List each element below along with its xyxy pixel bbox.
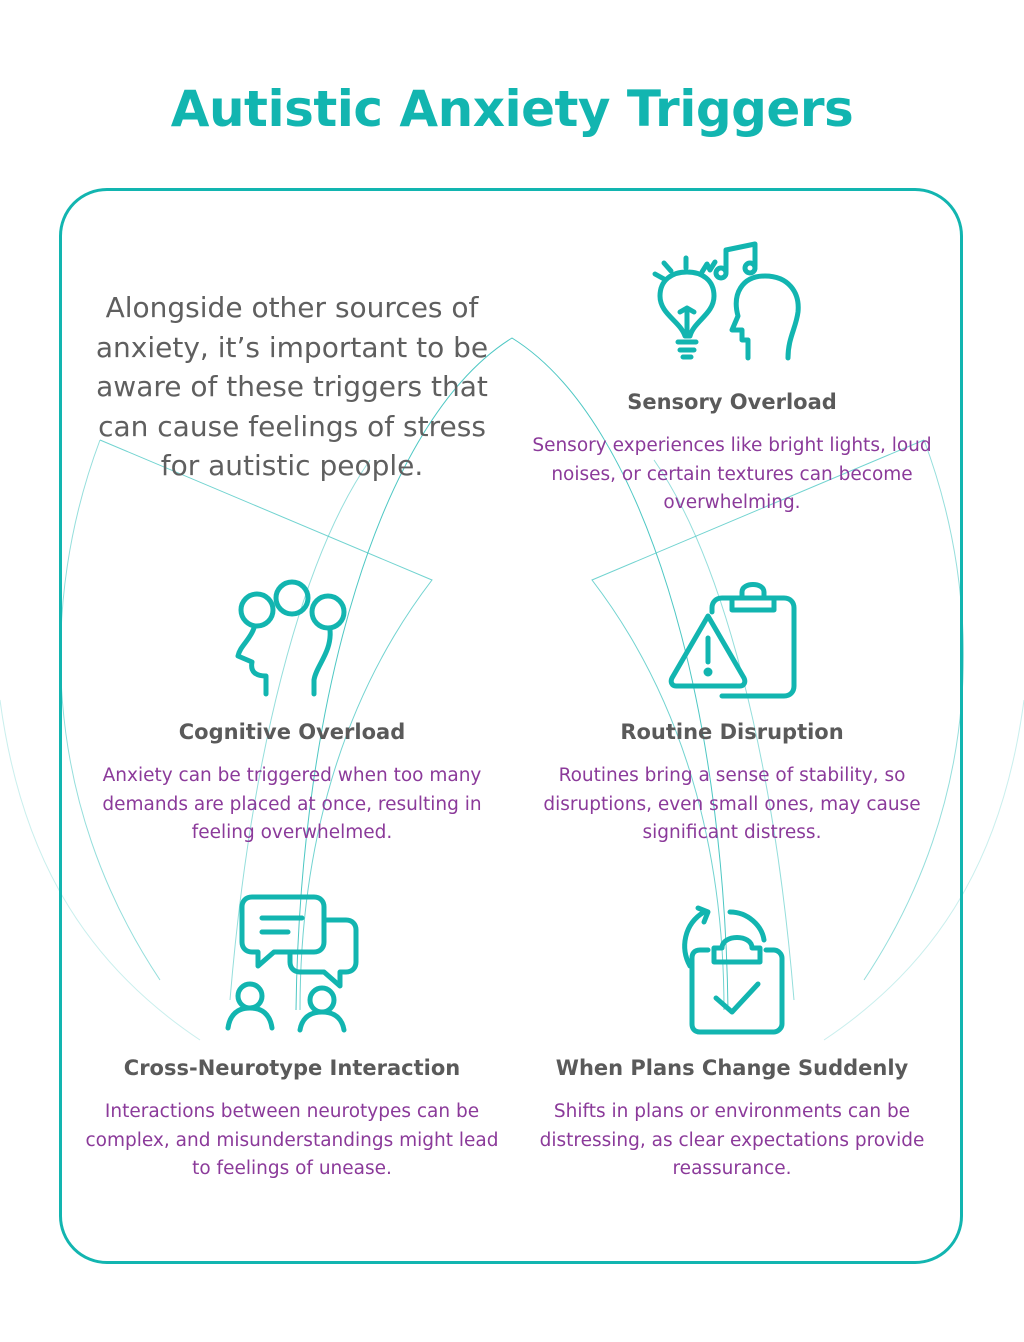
trigger-description: Interactions between neurotypes can be c… (85, 1101, 499, 1179)
trigger-description: Anxiety can be triggered when too many d… (102, 765, 482, 843)
trigger-card-when-plans-change-suddenly: When Plans Change Suddenly Shifts in pla… (522, 1054, 942, 1184)
trigger-description: Shifts in plans or environments can be d… (539, 1101, 925, 1179)
trigger-title: Sensory Overload (627, 390, 837, 414)
page-title: Autistic Anxiety Triggers (170, 80, 854, 138)
chat-people-icon (222, 892, 362, 1034)
head-thought-bubbles-icon (232, 576, 352, 700)
trigger-description: Sensory experiences like bright lights, … (532, 435, 932, 513)
trigger-title: Routine Disruption (620, 720, 844, 744)
trigger-title: Cognitive Overload (178, 720, 406, 744)
clipboard-refresh-check-icon (678, 904, 788, 1036)
trigger-card-sensory-overload: Sensory Overload Sensory experiences lik… (522, 388, 942, 518)
intro-text: Alongside other sources of anxiety, it’s… (95, 291, 489, 482)
trigger-card-routine-disruption: Routine Disruption Routines bring a sens… (522, 718, 942, 848)
trigger-card-cognitive-overload: Cognitive Overload Anxiety can be trigge… (82, 718, 502, 848)
trigger-title: Cross-Neurotype Interaction (123, 1056, 461, 1080)
trigger-title: When Plans Change Suddenly (555, 1056, 909, 1080)
warning-clipboard-icon (666, 576, 802, 702)
lightbulb-music-head-icon (650, 236, 810, 366)
content-frame (59, 188, 963, 1264)
trigger-card-cross-neurotype-interaction: Cross-Neurotype Interaction Interactions… (82, 1054, 502, 1184)
trigger-description: Routines bring a sense of stability, so … (543, 765, 921, 843)
